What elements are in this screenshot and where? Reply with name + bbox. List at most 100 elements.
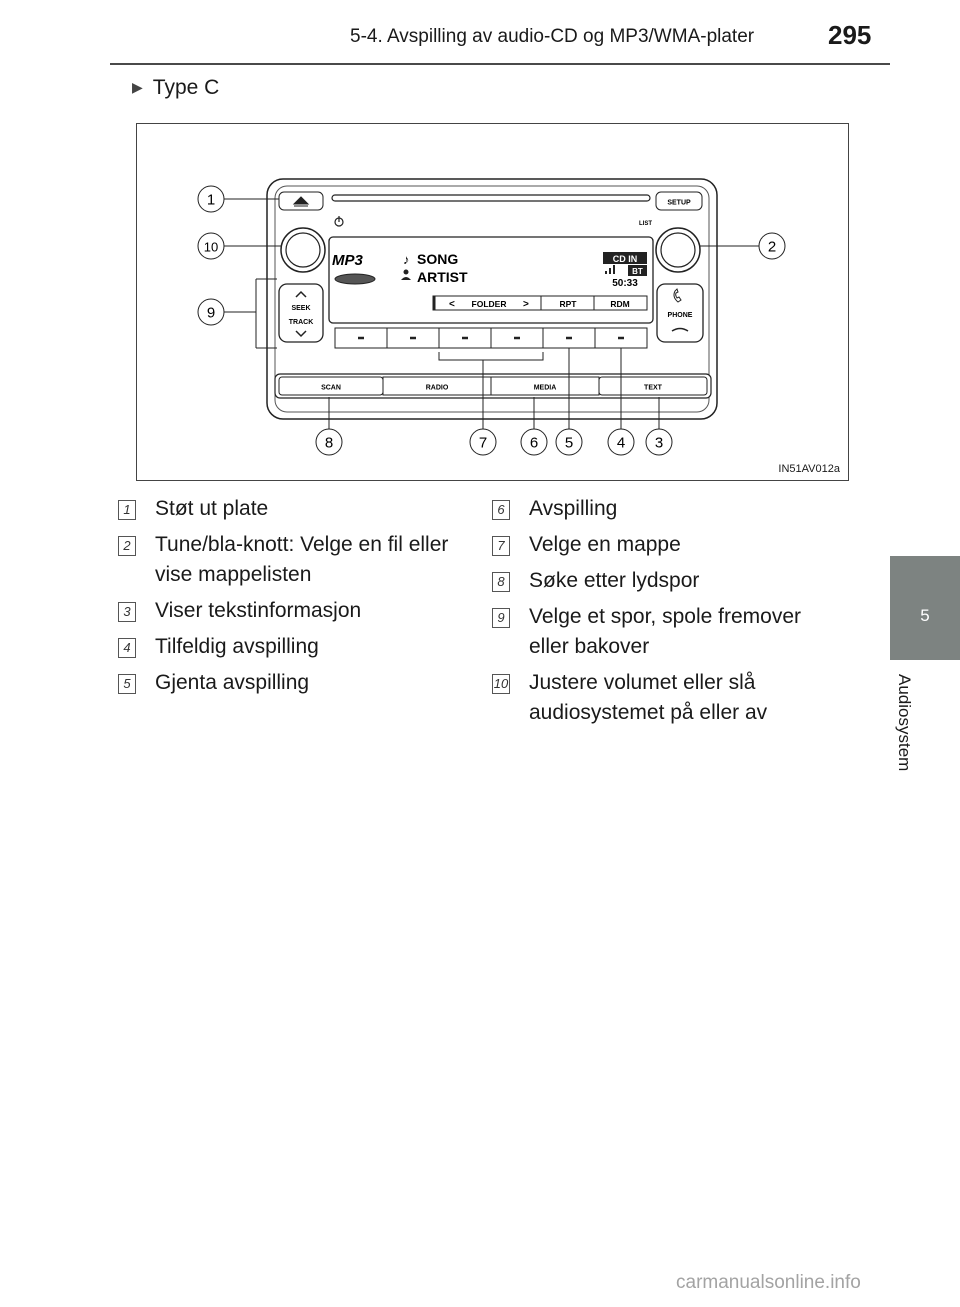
legend-number: 10: [492, 674, 510, 694]
callouts: 1 10 2 9 8 7 6 5 4 3: [197, 185, 786, 456]
svg-text:2: 2: [768, 239, 776, 256]
text-label: TEXT: [644, 385, 663, 392]
svg-text:6: 6: [530, 435, 538, 452]
artist-icon: [403, 269, 409, 275]
legend-item-5: 5 Gjenta avspilling: [118, 668, 468, 698]
callout-10: [197, 232, 225, 260]
legend-right: 6 Avspilling 7 Velge en mappe 8 Søke ett…: [492, 494, 842, 734]
list-label: LIST: [639, 221, 652, 227]
legend-left: 1 Støt ut plate 2 Tune/bla-knott: Velge …: [118, 494, 468, 704]
legend-item-8: 8 Søke etter lydspor: [492, 566, 842, 596]
legend-number: 8: [492, 572, 510, 592]
bt-badge: [628, 265, 647, 276]
callout-8: [315, 428, 343, 456]
seek-up-icon: [295, 290, 307, 298]
legend-text: Gjenta avspilling: [155, 671, 310, 694]
callout-4: [607, 428, 635, 456]
legend-item-9: 9 Velge et spor, spole fremover eller ba…: [492, 602, 842, 662]
time-readout: 50:33: [612, 278, 638, 289]
phone-pickup-icon: [673, 288, 682, 303]
phone-hangup-icon: [671, 327, 689, 332]
phone-button[interactable]: [656, 283, 704, 343]
chapter-tab[interactable]: 5: [890, 556, 960, 660]
legend-item-1: 1 Støt ut plate: [118, 494, 468, 524]
legend-number: 9: [492, 608, 510, 628]
legend-item-7: 7 Velge en mappe: [492, 530, 842, 560]
chapter-title: Audiosystem: [895, 674, 914, 772]
legend-number: 1: [118, 500, 136, 520]
legend-item-2: 2 Tune/bla-knott: Velge en fil eller vis…: [118, 530, 468, 590]
legend-item-10: 10 Justere volumet eller slå audiosystem…: [492, 668, 842, 728]
legend-number: 5: [118, 674, 136, 694]
song-label: SONG: [417, 251, 458, 267]
disc-icon: [334, 273, 376, 285]
chapter-number: 5: [920, 606, 930, 625]
page-number: 295: [828, 20, 872, 50]
svg-text:5: 5: [565, 435, 573, 452]
folder-next-icon: >: [523, 299, 529, 310]
legend-text: Søke etter lydspor: [529, 569, 700, 592]
cd-in-label: CD IN: [613, 254, 638, 264]
cd-in-badge: [603, 252, 647, 264]
legend-text: Velge en mappe: [529, 533, 681, 556]
legend-number: 2: [118, 536, 136, 556]
cd-slot: [331, 194, 651, 202]
bt-label: BT: [632, 267, 643, 276]
scan-label: SCAN: [321, 385, 341, 392]
legend-text: Velge et spor, spole fremover eller bako…: [529, 605, 801, 658]
phone-label: PHONE: [668, 312, 693, 319]
svg-text:3: 3: [655, 435, 663, 452]
legend-number: 3: [118, 602, 136, 622]
eject-icon: [292, 196, 310, 207]
signal-icon: [605, 265, 615, 274]
callout-7: [469, 428, 497, 456]
legend-item-4: 4 Tilfeldig avspilling: [118, 632, 468, 662]
folder-prev-icon: <: [449, 299, 455, 310]
legend-number: 6: [492, 500, 510, 520]
rdm-label: RDM: [610, 299, 629, 309]
legend-number: 4: [118, 638, 136, 658]
legend-text: Støt ut plate: [155, 497, 269, 520]
leader-lines: [224, 198, 759, 429]
legend-text: Tilfeldig avspilling: [155, 635, 319, 658]
svg-text:8: 8: [325, 435, 333, 452]
legend-item-3: 3 Viser tekstinformasjon: [118, 596, 468, 626]
rpt-label: RPT: [560, 299, 578, 309]
note-icon: ♪: [403, 252, 410, 267]
header-rule: [110, 63, 890, 65]
watermark: carmanualsonline.info: [676, 1272, 861, 1293]
mp3-indicator: MP3: [332, 252, 364, 269]
callout-2: [758, 232, 786, 260]
legend-text: Avspilling: [529, 497, 618, 520]
figure-code: IN51AV012a: [778, 463, 840, 475]
audio-unit-figure: SETUP LIST MP3 ♪ SONG ARTIST CD IN BT 50…: [136, 123, 849, 481]
setup-button[interactable]: [655, 191, 703, 211]
section-title: 5-4. Avspilling av audio-CD og MP3/WMA-p…: [350, 26, 755, 47]
media-label: MEDIA: [534, 385, 557, 392]
svg-text:9: 9: [207, 305, 215, 322]
artist-label: ARTIST: [417, 269, 468, 285]
seek-track-button[interactable]: [278, 283, 324, 343]
folder-label: FOLDER: [472, 299, 507, 309]
setup-label: SETUP: [667, 200, 691, 207]
svg-text:7: 7: [479, 435, 487, 452]
callout-6: [520, 428, 548, 456]
callout-3: [645, 428, 673, 456]
legend-text: Justere volumet eller slå audiosystemet …: [529, 671, 768, 724]
chapter-label: Audiosystem: [894, 672, 922, 802]
svg-text:10: 10: [204, 240, 218, 255]
legend-text: Tune/bla-knott: Velge en fil eller vise …: [155, 533, 449, 586]
seek-down-icon: [295, 330, 307, 338]
seek-label: SEEK: [291, 305, 310, 312]
audio-unit-drawing: SETUP LIST MP3 ♪ SONG ARTIST CD IN BT 50…: [197, 178, 786, 456]
svg-text:4: 4: [617, 435, 625, 452]
svg-text:1: 1: [207, 192, 215, 209]
type-label: Type C: [152, 76, 220, 99]
text-button[interactable]: [598, 376, 708, 396]
legend-number: 7: [492, 536, 510, 556]
legend-text: Viser tekstinformasjon: [155, 599, 362, 622]
track-label: TRACK: [289, 319, 314, 326]
callout-1: [197, 185, 225, 213]
faceplate-inner: [274, 185, 710, 413]
callout-5: [555, 428, 583, 456]
